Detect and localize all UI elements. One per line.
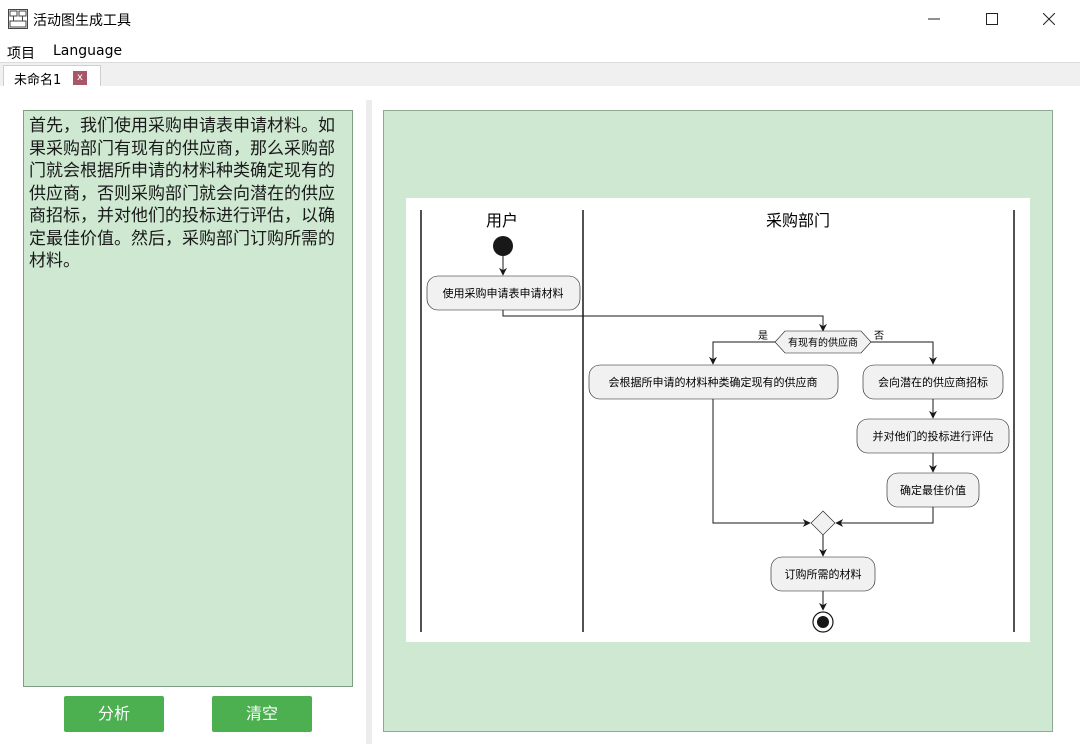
title-bar: 活动图生成工具: [0, 0, 1080, 38]
action-tender-label: 会向潜在的供应商招标: [878, 375, 988, 389]
edge-apply-decision: [502, 310, 827, 332]
minimize-button[interactable]: [905, 0, 963, 38]
description-textarea[interactable]: 首先，我们使用采购申请表申请材料。如果采购部门有现有的供应商，那么采购部门就会根…: [23, 110, 353, 687]
diagram-preview-panel: 用户 采购部门 使用采购申请表申请材料 有现有的供应商 是 否 会根据所申请的: [383, 110, 1053, 732]
app-icon: [8, 9, 28, 29]
tab-label: 未命名1: [14, 73, 62, 88]
action-best-value-label: 确定最佳价值: [900, 483, 966, 497]
main-content: 首先，我们使用采购申请表申请材料。如果采购部门有现有的供应商，那么采购部门就会根…: [0, 86, 1080, 756]
window-title: 活动图生成工具: [33, 13, 131, 29]
menu-project[interactable]: 项目: [7, 46, 35, 62]
analyze-button[interactable]: 分析: [64, 696, 164, 732]
start-node: [493, 236, 513, 256]
end-node-inner: [817, 616, 829, 628]
maximize-button[interactable]: [963, 0, 1021, 38]
tab-untitled-1[interactable]: 未命名1 x: [3, 65, 101, 89]
edge-no-tender: [871, 341, 937, 365]
lane-title-user: 用户: [486, 211, 518, 230]
action-determine-label: 会根据所申请的材料种类确定现有的供应商: [609, 375, 818, 389]
edge-yes-determine: [709, 341, 775, 365]
tab-close-icon[interactable]: x: [73, 71, 87, 85]
edge-best-merge: [835, 507, 934, 527]
lane-title-procurement: 采购部门: [766, 211, 830, 230]
clear-button[interactable]: 清空: [212, 696, 312, 732]
tab-strip: 未命名1 x: [0, 62, 1080, 89]
activity-diagram: 用户 采购部门 使用采购申请表申请材料 有现有的供应商 是 否 会根据所申请的: [406, 198, 1030, 642]
close-icon: [1043, 13, 1055, 25]
minimize-icon: [928, 18, 940, 20]
edge-determine-merge: [712, 399, 811, 527]
action-order-label: 订购所需的材料: [785, 567, 862, 581]
action-apply-label: 使用采购申请表申请材料: [443, 286, 564, 300]
decision-label: 有现有的供应商: [788, 336, 858, 349]
action-evaluate-label: 并对他们的投标进行评估: [873, 429, 994, 443]
branch-no-label: 否: [874, 330, 884, 342]
menu-bar: 项目 Language: [0, 40, 1080, 62]
splitter-handle[interactable]: [366, 100, 372, 744]
menu-language[interactable]: Language: [53, 43, 123, 59]
branch-yes-label: 是: [758, 330, 768, 342]
maximize-icon: [986, 13, 998, 25]
merge-node: [810, 510, 836, 536]
close-button[interactable]: [1020, 0, 1078, 38]
